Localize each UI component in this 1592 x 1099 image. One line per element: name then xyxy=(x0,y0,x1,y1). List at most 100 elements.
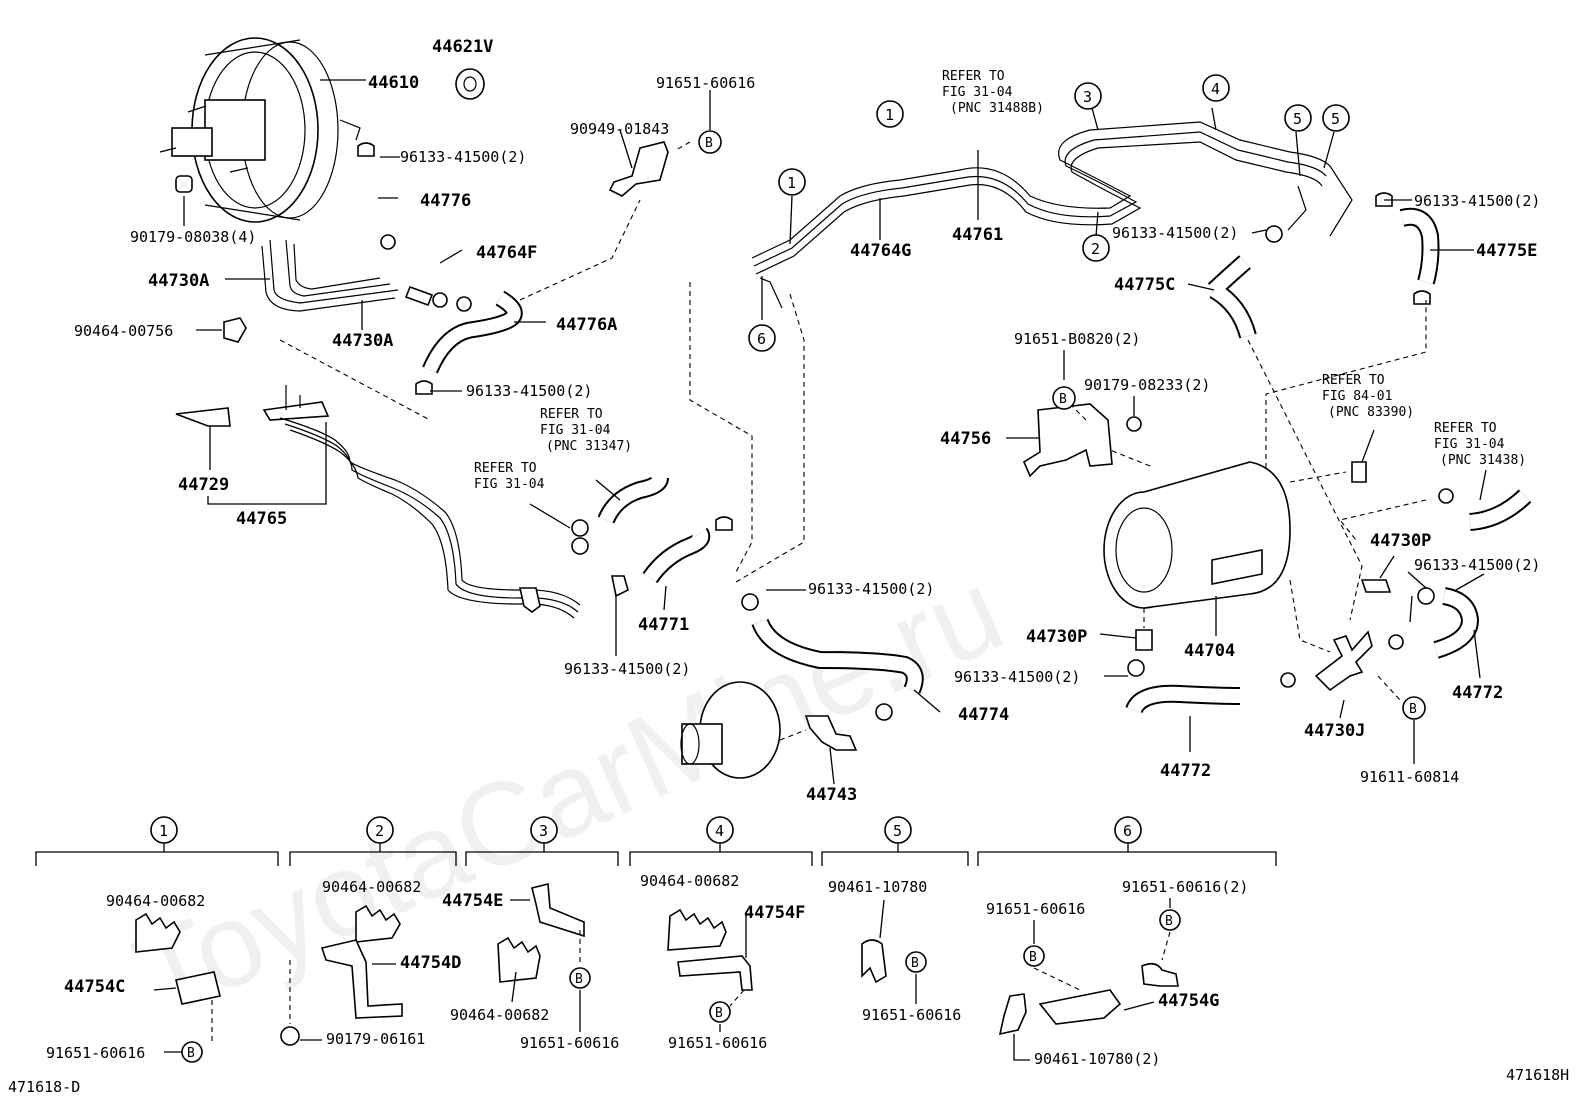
label-90179-08233: 90179-08233(2) xyxy=(1084,376,1210,394)
refer-note-31438: REFER TO FIG 31-04 (PNC 31438) xyxy=(1434,421,1526,468)
label-96133-a: 96133-41500(2) xyxy=(400,148,526,166)
nut-90179-drawing xyxy=(175,175,193,193)
callout-5-right: 5 xyxy=(1322,104,1350,132)
svg-text:(PNC 31438): (PNC 31438) xyxy=(1440,453,1526,468)
svg-text:90464-00682: 90464-00682 xyxy=(322,878,421,896)
refer-note-31488B: REFER TO FIG 31-04 (PNC 31488B) xyxy=(942,69,1044,116)
svg-text:5: 5 xyxy=(1331,110,1340,128)
refer-note-fig-31-04: REFER TO FIG 31-04 xyxy=(474,461,545,492)
svg-text:91651-60616: 91651-60616 xyxy=(46,1044,145,1062)
svg-text:FIG 84-01: FIG 84-01 xyxy=(1322,389,1392,404)
callout-2: 2 xyxy=(1082,234,1110,262)
leader-lines xyxy=(183,79,1487,785)
label-91651-60616-top: 91651-60616 xyxy=(656,74,755,92)
svg-text:REFER TO: REFER TO xyxy=(942,69,1005,84)
svg-text:B: B xyxy=(1029,950,1037,965)
svg-text:REFER TO: REFER TO xyxy=(1434,421,1497,436)
label-96133-c: 96133-41500(2) xyxy=(564,660,690,678)
label-44765: 44765 xyxy=(236,509,287,529)
label-44772-b: 44772 xyxy=(1452,683,1503,703)
svg-text:44754C: 44754C xyxy=(64,977,125,997)
svg-text:2: 2 xyxy=(375,822,384,840)
svg-text:91651-60616(2): 91651-60616(2) xyxy=(1122,878,1248,896)
svg-text:91651-60616: 91651-60616 xyxy=(520,1034,619,1052)
bracket-90949-01843-drawing xyxy=(608,141,669,197)
svg-text:90461-10780: 90461-10780 xyxy=(828,878,927,896)
refer-note-83390: REFER TO FIG 84-01 (PNC 83390) xyxy=(1322,373,1414,420)
svg-text:5: 5 xyxy=(1293,110,1302,128)
brake-booster-drawing xyxy=(159,37,361,223)
svg-text:91651-60616: 91651-60616 xyxy=(862,1006,961,1024)
callout-1-left: 1 xyxy=(778,168,806,196)
label-96133-h: 96133-41500(2) xyxy=(1414,556,1540,574)
svg-text:3: 3 xyxy=(1083,88,1092,106)
svg-text:2: 2 xyxy=(1091,240,1100,258)
svg-text:B: B xyxy=(1059,392,1067,407)
label-44764G: 44764G xyxy=(850,241,911,261)
label-44772-a: 44772 xyxy=(1160,761,1211,781)
group-bars xyxy=(35,842,1277,866)
svg-text:4: 4 xyxy=(715,822,724,840)
label-44730P-a: 44730P xyxy=(1026,627,1087,647)
svg-text:B: B xyxy=(575,972,583,987)
svg-text:3: 3 xyxy=(539,822,548,840)
routing-dashed-lines xyxy=(279,141,1427,741)
svg-text:6: 6 xyxy=(1123,822,1132,840)
label-90949-01843: 90949-01843 xyxy=(570,120,669,138)
svg-text:90464-00682: 90464-00682 xyxy=(640,872,739,890)
label-96133-d: 96133-41500(2) xyxy=(808,580,934,598)
svg-text:FIG 31-04: FIG 31-04 xyxy=(540,423,611,438)
b-marker-right: B xyxy=(1402,696,1426,720)
bracket-44756-drawing xyxy=(1022,403,1113,478)
seal-44621V-drawing xyxy=(455,68,485,100)
svg-text:44754E: 44754E xyxy=(442,891,503,911)
svg-text:1: 1 xyxy=(787,174,796,192)
b-marker-bracket: B xyxy=(1052,386,1076,410)
label-44776: 44776 xyxy=(420,191,471,211)
svg-text:44754G: 44754G xyxy=(1158,991,1219,1011)
svg-text:REFER TO: REFER TO xyxy=(1322,373,1385,388)
label-96133-b: 96133-41500(2) xyxy=(466,382,592,400)
callout-3: 3 xyxy=(1074,82,1102,110)
label-44704: 44704 xyxy=(1184,641,1235,661)
svg-text:44754F: 44754F xyxy=(744,903,805,923)
svg-text:91651-60616: 91651-60616 xyxy=(986,900,1085,918)
svg-text:FIG 31-04: FIG 31-04 xyxy=(942,85,1013,100)
svg-text:B: B xyxy=(911,956,919,971)
refer-note-31347: REFER TO FIG 31-04 (PNC 31347) xyxy=(540,407,632,454)
figure-code-left: 471618-D xyxy=(8,1078,80,1096)
svg-text:5: 5 xyxy=(893,822,902,840)
label-90464-00756: 90464-00756 xyxy=(74,322,173,340)
group-6: 6 91651-60616 91651-60616(2) 44754G 9046… xyxy=(986,816,1248,1068)
callout-1-mid: 1 xyxy=(876,100,904,128)
svg-text:91651-60616: 91651-60616 xyxy=(668,1034,767,1052)
label-44729: 44729 xyxy=(178,475,229,495)
label-91611-60814: 91611-60814 xyxy=(1360,768,1459,786)
group-1: 1 90464-00682 44754C 91651-60616 B xyxy=(46,816,221,1063)
svg-text:REFER TO: REFER TO xyxy=(540,407,603,422)
label-44775C: 44775C xyxy=(1114,275,1175,295)
group-5: 5 90461-10780 91651-60616 B xyxy=(828,816,961,1024)
label-91651-B0820: 91651-B0820(2) xyxy=(1014,330,1140,348)
tank-44704-drawing xyxy=(1103,461,1291,609)
label-96133-g: 96133-41500(2) xyxy=(954,668,1080,686)
pipe-44730A-drawing xyxy=(261,239,399,312)
svg-text:B: B xyxy=(187,1046,195,1061)
label-96133-f: 96133-41500(2) xyxy=(1414,192,1540,210)
label-44730A-a: 44730A xyxy=(148,271,209,291)
pipe-assembly-44765-drawing xyxy=(262,385,581,619)
svg-text:B: B xyxy=(1409,702,1417,717)
label-44771: 44771 xyxy=(638,615,689,635)
label-44761: 44761 xyxy=(952,225,1003,245)
pipe-bundle-44761-drawing xyxy=(751,121,1353,309)
label-44730A-b: 44730A xyxy=(332,331,393,351)
svg-text:6: 6 xyxy=(757,330,766,348)
svg-text:90461-10780(2): 90461-10780(2) xyxy=(1034,1050,1160,1068)
label-44743: 44743 xyxy=(806,785,857,805)
callout-6: 6 xyxy=(748,324,776,352)
svg-text:90179-06161: 90179-06161 xyxy=(326,1030,425,1048)
label-90179-08038: 90179-08038(4) xyxy=(130,228,256,246)
group-3: 3 44754E 90464-00682 91651-60616 B xyxy=(442,816,619,1052)
svg-text:FIG 31-04: FIG 31-04 xyxy=(1434,437,1505,452)
